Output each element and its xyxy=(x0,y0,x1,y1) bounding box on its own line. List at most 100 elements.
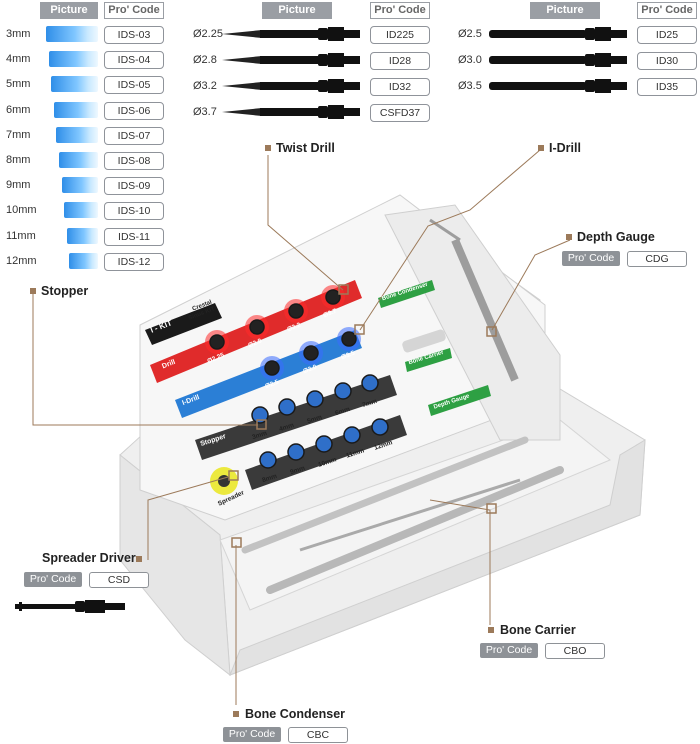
i-drill-image xyxy=(489,27,627,41)
green-plate-3 xyxy=(428,385,491,416)
twist-drill-marker xyxy=(265,145,271,151)
bone-carrier-code: CBO xyxy=(545,643,605,659)
stopper-size-label: 7mm xyxy=(6,128,31,141)
stopper-hole xyxy=(259,451,277,469)
bone-condenser-code: CBC xyxy=(288,727,348,743)
depth-gauge-marker xyxy=(566,234,572,240)
twist-drill-image xyxy=(222,79,360,93)
bone-condenser-marker xyxy=(233,711,239,717)
twist-code-header: Pro' Code xyxy=(370,2,430,19)
twist-drill-diameter: Ø2.25 xyxy=(193,28,223,40)
spreader-driver-code-label: Pro' Code xyxy=(24,572,82,587)
stopper-size-label: 5mm xyxy=(6,78,31,91)
i-drill-diameter: Ø3.5 xyxy=(458,80,482,92)
stopper-size-label: 4mm xyxy=(6,53,31,66)
stopper-size-label: 6mm xyxy=(6,103,31,116)
twist-drill-title: Twist Drill xyxy=(276,141,335,155)
stopper-hole xyxy=(287,443,305,461)
stopper-size-label: 8mm xyxy=(6,154,31,166)
stopper-code-header: Pro' Code xyxy=(104,2,164,19)
drill-hole xyxy=(209,334,225,350)
drill-hole xyxy=(325,289,341,305)
drill-hole xyxy=(249,319,265,335)
depth-gauge-code: CDG xyxy=(627,251,687,267)
stopper-hole xyxy=(343,426,361,444)
i-drill-code: ID35 xyxy=(637,78,697,96)
callout-line-idrill xyxy=(359,149,541,331)
stopper-marker xyxy=(30,288,36,294)
i-drill-code: ID25 xyxy=(637,26,697,44)
depth-gauge-code-label: Pro' Code xyxy=(562,251,620,266)
stopper-code: IDS-11 xyxy=(104,227,164,246)
i-drill-hole xyxy=(303,345,319,361)
twist-drill-diameter: Ø2.8 xyxy=(193,54,217,66)
green-plate-2 xyxy=(405,348,452,372)
stopper-hole xyxy=(371,418,389,436)
stopper-image xyxy=(46,26,98,42)
callout-line-twist xyxy=(267,155,344,291)
stopper-code: IDS-08 xyxy=(104,152,164,170)
idrill-code-header: Pro' Code xyxy=(637,2,697,19)
depth-gauge-title: Depth Gauge xyxy=(577,230,655,244)
bone-condenser-title: Bone Condenser xyxy=(245,707,346,721)
twist-drill-diameter: Ø3.2 xyxy=(193,80,217,92)
drill-hole xyxy=(288,303,304,319)
stopper-image xyxy=(69,252,98,269)
i-drill-image xyxy=(489,79,627,93)
spreader-driver-title: Spreader Driver xyxy=(42,551,136,565)
twist-drill-image xyxy=(222,105,360,119)
spreader-driver-marker xyxy=(136,556,142,562)
stopper-image xyxy=(48,51,98,68)
i-drill-diameter: Ø2.5 xyxy=(458,28,482,40)
stopper-hole xyxy=(306,390,324,408)
stopper-image xyxy=(53,101,98,118)
twist-drill-code: ID28 xyxy=(370,52,430,70)
callout-line-spreader xyxy=(147,476,229,560)
stopper-hole xyxy=(334,382,352,400)
green-plate-1 xyxy=(378,280,435,308)
i-drill-image xyxy=(489,53,627,67)
stopper-code: IDS-05 xyxy=(104,76,164,95)
stopper-size-label: 3mm xyxy=(6,28,31,40)
stopper-code: IDS-12 xyxy=(104,252,164,271)
stopper-size-label: 12mm xyxy=(6,254,37,267)
i-drill-marker xyxy=(538,145,544,151)
i-drill-title: I-Drill xyxy=(549,141,581,155)
stopper-image xyxy=(51,76,98,93)
stopper-code: IDS-06 xyxy=(104,101,164,120)
stopper-hole xyxy=(278,398,296,416)
stopper-size-label: 11mm xyxy=(6,229,36,242)
bone-carrier-title: Bone Carrier xyxy=(500,623,576,637)
twist-drill-image xyxy=(222,27,360,41)
callout-line-depth-gauge xyxy=(491,239,571,331)
callout-line-stopper xyxy=(32,294,258,426)
stopper-code: IDS-10 xyxy=(104,202,164,221)
stopper-image xyxy=(59,152,98,168)
bone-carrier-marker xyxy=(488,627,494,633)
stopper-image xyxy=(66,227,98,244)
twist-drill-code: ID225 xyxy=(370,26,430,44)
stopper-picture-header: Picture xyxy=(40,2,98,19)
stopper-code: IDS-04 xyxy=(104,51,164,70)
callout-line-bone-carrier xyxy=(429,499,491,625)
stopper-code: IDS-03 xyxy=(104,26,164,44)
twist-drill-diameter: Ø3.7 xyxy=(193,106,217,118)
stopper-hole xyxy=(361,374,379,392)
spreader-driver-image xyxy=(15,600,125,613)
bone-carrier-code-label: Pro' Code xyxy=(480,643,538,658)
tray-right-wall xyxy=(229,439,646,676)
twist-drill-code: ID32 xyxy=(370,78,430,96)
right-panel xyxy=(384,204,561,441)
i-drill-diameter: Ø3.0 xyxy=(458,54,482,66)
twist-picture-header: Picture xyxy=(262,2,332,19)
bone-condenser-code-label: Pro' Code xyxy=(223,727,281,742)
stopper-title: Stopper xyxy=(41,284,89,298)
stopper-image xyxy=(61,177,98,194)
i-drill-hole xyxy=(341,331,357,347)
stopper-image xyxy=(56,126,98,143)
stopper-hole xyxy=(315,435,333,453)
twist-drill-code: CSFD37 xyxy=(370,104,430,122)
tray-floor xyxy=(219,419,611,611)
stopper-size-label: 9mm xyxy=(6,179,31,192)
